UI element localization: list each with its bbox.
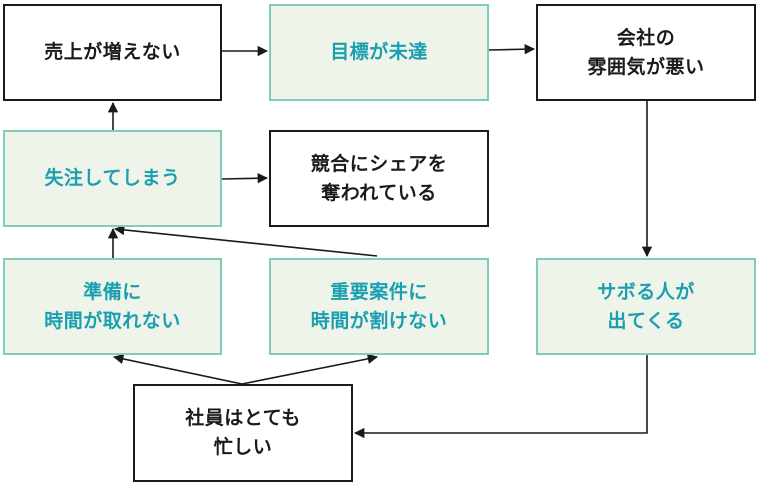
edge-staff-busy-to-prep: [112, 353, 243, 385]
node-label: 重要案件に 時間が割けない: [310, 280, 448, 332]
node-staff-busy: 社員はとても 忙しい: [133, 384, 353, 482]
node-losing-orders: 失注してしまう: [3, 130, 222, 227]
node-label: 競合にシェアを 奪われている: [310, 152, 448, 204]
node-label: 社員はとても 忙しい: [185, 407, 301, 458]
node-label: 失注してしまう: [44, 167, 181, 189]
node-no-time-for-key-deals: 重要案件に 時間が割けない: [269, 258, 489, 355]
node-no-prep-time: 準備に 時間が取れない: [3, 258, 222, 355]
node-losing-share: 競合にシェアを 奪われている: [269, 130, 489, 227]
node-bad-atmosphere: 会社の 雰囲気が悪い: [536, 4, 756, 101]
node-slackers-appear: サボる人が 出てくる: [536, 258, 756, 355]
edge-losing-orders-to-share: [221, 173, 269, 184]
node-label: 準備に 時間が取れない: [44, 280, 181, 332]
edge-staff-busy-to-key-deals: [241, 353, 379, 385]
node-label: 目標が未達: [330, 41, 428, 63]
node-sales-not-growing: 売上が増えない: [3, 4, 222, 101]
edge-target-to-atmosphere: [488, 44, 536, 55]
edge-key-deals-to-losing-orders: [113, 224, 378, 257]
node-label: サボる人が 出てくる: [597, 280, 695, 332]
edge-slackers-to-staff-busy: [353, 355, 648, 439]
node-target-missed: 目標が未達: [269, 4, 489, 101]
node-label: 会社の 雰囲気が悪い: [587, 26, 705, 78]
node-label: 売上が増えない: [44, 41, 181, 63]
